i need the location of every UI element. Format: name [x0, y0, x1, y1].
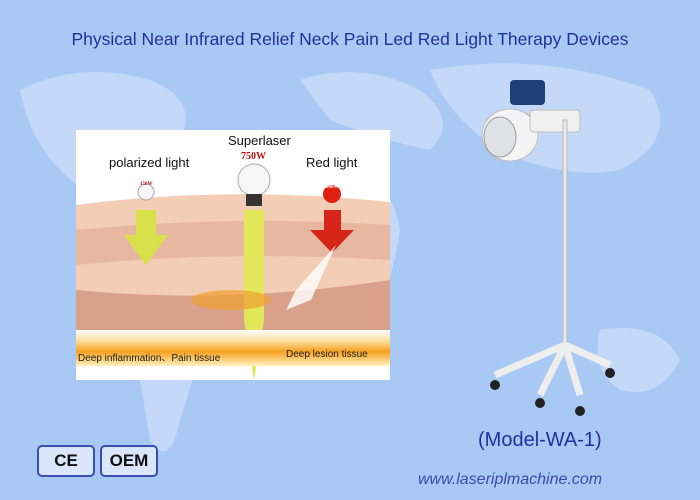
- website-link[interactable]: www.laseriplmachine.com: [418, 471, 603, 488]
- red-watt: 800W: [326, 185, 339, 190]
- deep-inflammation-text: Deep inflammation、Pain tissue: [78, 353, 221, 364]
- therapy-device-image: [481, 80, 615, 416]
- page-title: Physical Near Infrared Relief Neck Pain …: [71, 29, 629, 49]
- polarized-watt: 150W: [140, 182, 153, 187]
- oem-badge: OEM: [100, 445, 158, 477]
- flames-band: [76, 330, 390, 366]
- superlaser-label: Superlaser: [228, 133, 291, 148]
- skin-layers-graphic: [76, 163, 390, 380]
- polarized-light-label: polarized light: [109, 155, 190, 170]
- deep-lesion-text: Deep lesion tissue: [286, 349, 368, 360]
- superlaser-watt: 750W: [241, 151, 266, 162]
- ce-badge: CE: [37, 445, 95, 477]
- red-light-label: Red light: [306, 155, 358, 170]
- therapy-illustration: polarized light Superlaser 750W 150W 800…: [76, 130, 390, 380]
- model-label: (Model-WA-1): [478, 429, 602, 451]
